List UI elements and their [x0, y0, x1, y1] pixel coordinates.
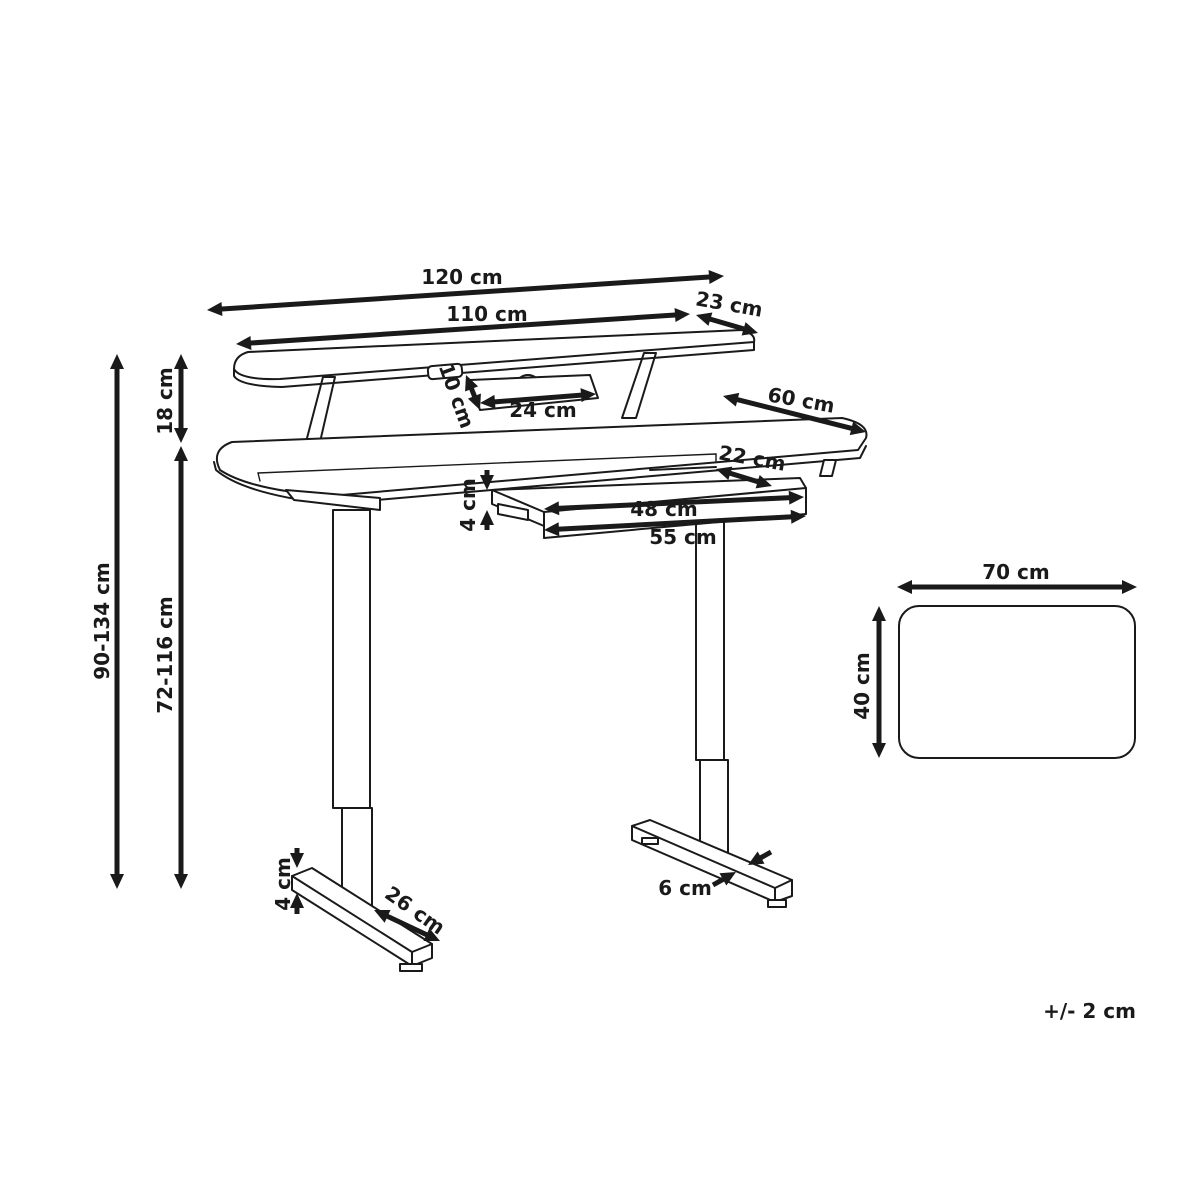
tolerance-note: +/- 2 cm	[1043, 999, 1136, 1023]
desk-illustration	[213, 329, 1136, 972]
label-foot-height: 4 cm	[271, 857, 295, 911]
label-shelf-width: 110 cm	[446, 302, 527, 326]
right-leg	[631, 517, 793, 908]
label-drawer-outer-width: 55 cm	[649, 525, 717, 549]
arrow-drawer-height-bottom	[480, 510, 494, 530]
arrow-shelf-opening-width	[480, 388, 596, 409]
dimension-arrows	[110, 269, 1137, 941]
arrow-top-width	[872, 606, 886, 758]
label-top-width: 40 cm	[850, 652, 874, 720]
label-desk-height: 72-116 cm	[153, 596, 177, 714]
arrow-drawer-inner-width	[544, 490, 804, 516]
arrow-desk-depth	[723, 392, 866, 436]
label-drawer-height: 4 cm	[456, 478, 480, 532]
desktop-top-view	[898, 605, 1136, 759]
arrow-shelf-opening-depth	[465, 375, 481, 410]
arrow-drawer-height-top	[480, 470, 494, 490]
arrow-desk-height	[174, 446, 188, 889]
label-shelf-height: 18 cm	[153, 367, 177, 435]
arrow-shelf-width	[236, 308, 690, 350]
arrow-shelf-height	[174, 354, 188, 443]
arrow-width-total	[207, 269, 724, 317]
arrow-total-height	[110, 354, 124, 889]
arrow-foot-height-bottom	[290, 893, 304, 914]
label-desk-depth: 60 cm	[766, 382, 837, 417]
arrow-drawer-depth	[716, 466, 772, 489]
arrow-foot-length	[374, 910, 440, 941]
arrow-foot-height-top	[290, 848, 304, 868]
label-top-length: 70 cm	[982, 560, 1050, 584]
desk-top	[213, 417, 868, 511]
label-width-total: 120 cm	[421, 265, 502, 289]
left-leg	[291, 509, 433, 972]
arrow-shelf-depth	[696, 312, 758, 336]
label-foot-width: 6 cm	[658, 876, 712, 900]
arrow-top-length	[897, 580, 1137, 594]
arrow-foot-width-upper	[748, 849, 773, 865]
label-drawer-inner-width: 48 cm	[630, 497, 698, 521]
label-shelf-opening-width: 24 cm	[509, 398, 577, 422]
arrow-drawer-outer-width	[544, 509, 806, 537]
arrow-foot-width-lower	[711, 872, 736, 888]
label-total-height: 90-134 cm	[90, 562, 114, 680]
